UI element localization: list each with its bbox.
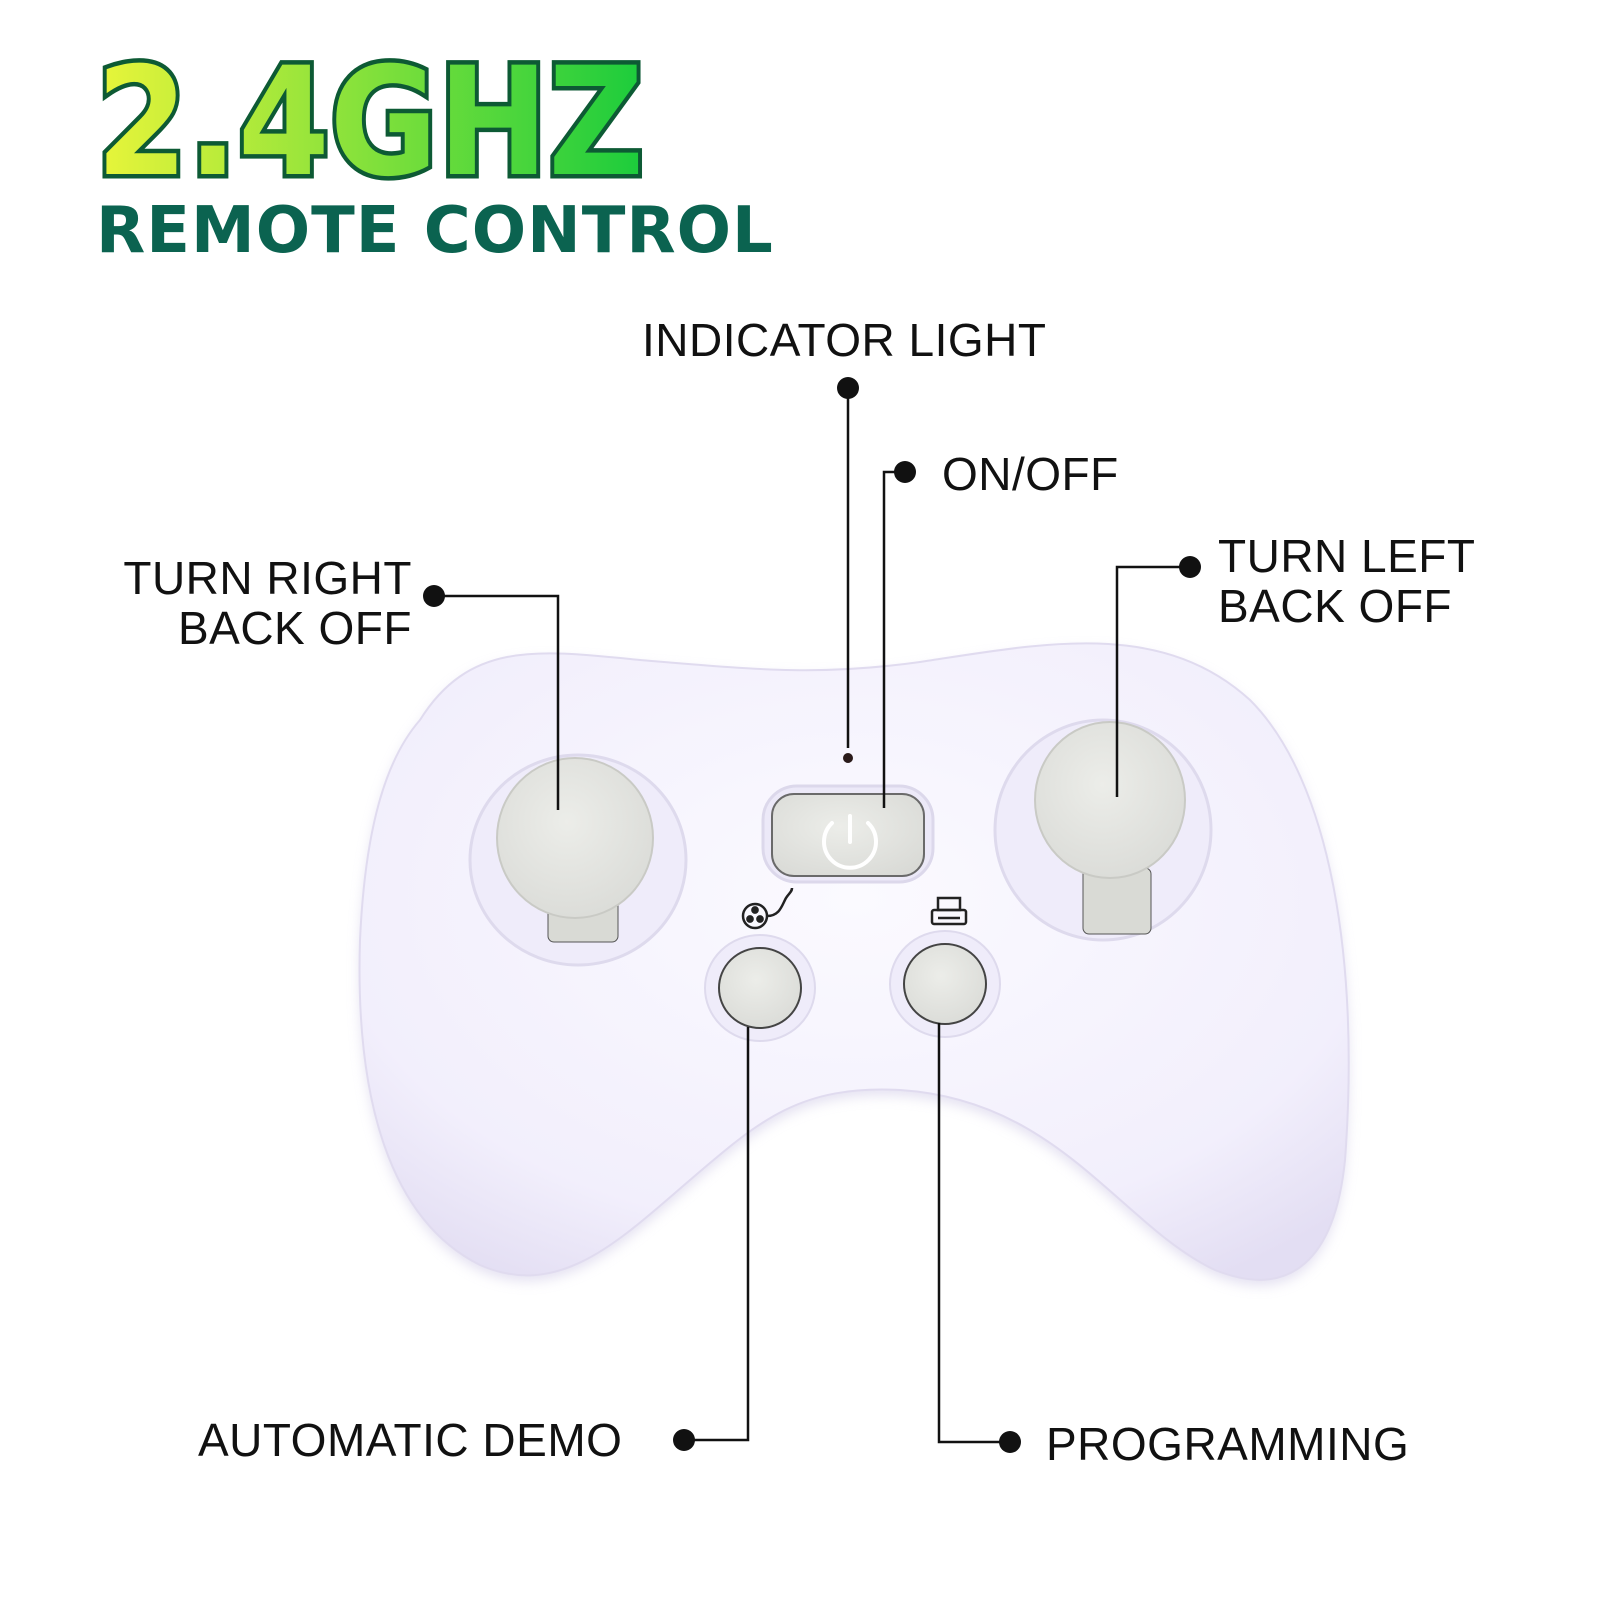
- left-joystick-icon[interactable]: [496, 757, 654, 919]
- power-icon: [822, 814, 878, 870]
- indicator-light: [843, 753, 853, 763]
- callout-indicator-dot: [837, 377, 859, 399]
- callout-turn-left-dot: [1179, 556, 1201, 578]
- label-automatic-demo: AUTOMATIC DEMO: [198, 1414, 623, 1466]
- label-on-off: ON/OFF: [942, 448, 1119, 500]
- callout-lines: [434, 388, 1190, 1444]
- label-turn-left-line2: BACK OFF: [1218, 580, 1453, 632]
- callout-turn-left-line: [1115, 565, 1190, 797]
- film-reel-icon: [741, 887, 794, 930]
- label-turn-right-line1: TURN RIGHT: [123, 552, 412, 604]
- callout-onoff-dot: [894, 461, 916, 483]
- label-turn-right-line2: BACK OFF: [177, 602, 412, 654]
- label-programming: PROGRAMMING: [1046, 1418, 1410, 1470]
- title-frequency: 2.4GHZ: [92, 36, 649, 196]
- callout-demo-line: [684, 1027, 750, 1442]
- right-joystick-icon[interactable]: [1034, 721, 1186, 879]
- title-subtitle: REMOTE CONTROL: [96, 194, 774, 268]
- callout-programming-line: [937, 1023, 1010, 1444]
- automatic-demo-button[interactable]: [718, 947, 802, 1029]
- callout-dots: [423, 377, 1201, 1453]
- power-button[interactable]: [771, 793, 925, 877]
- callout-turn-right-line: [434, 594, 560, 810]
- callout-programming-dot: [999, 1431, 1021, 1453]
- printer-icon: [930, 896, 968, 926]
- label-turn-left-line1: TURN LEFT: [1218, 530, 1476, 582]
- callout-turn-right-dot: [423, 585, 445, 607]
- controller-body: [358, 642, 1350, 1281]
- callout-demo-dot: [673, 1429, 695, 1451]
- title-frequency-text: 2.4GHZ: [96, 36, 644, 196]
- programming-button[interactable]: [903, 943, 987, 1025]
- label-indicator-light: INDICATOR LIGHT: [642, 314, 1047, 366]
